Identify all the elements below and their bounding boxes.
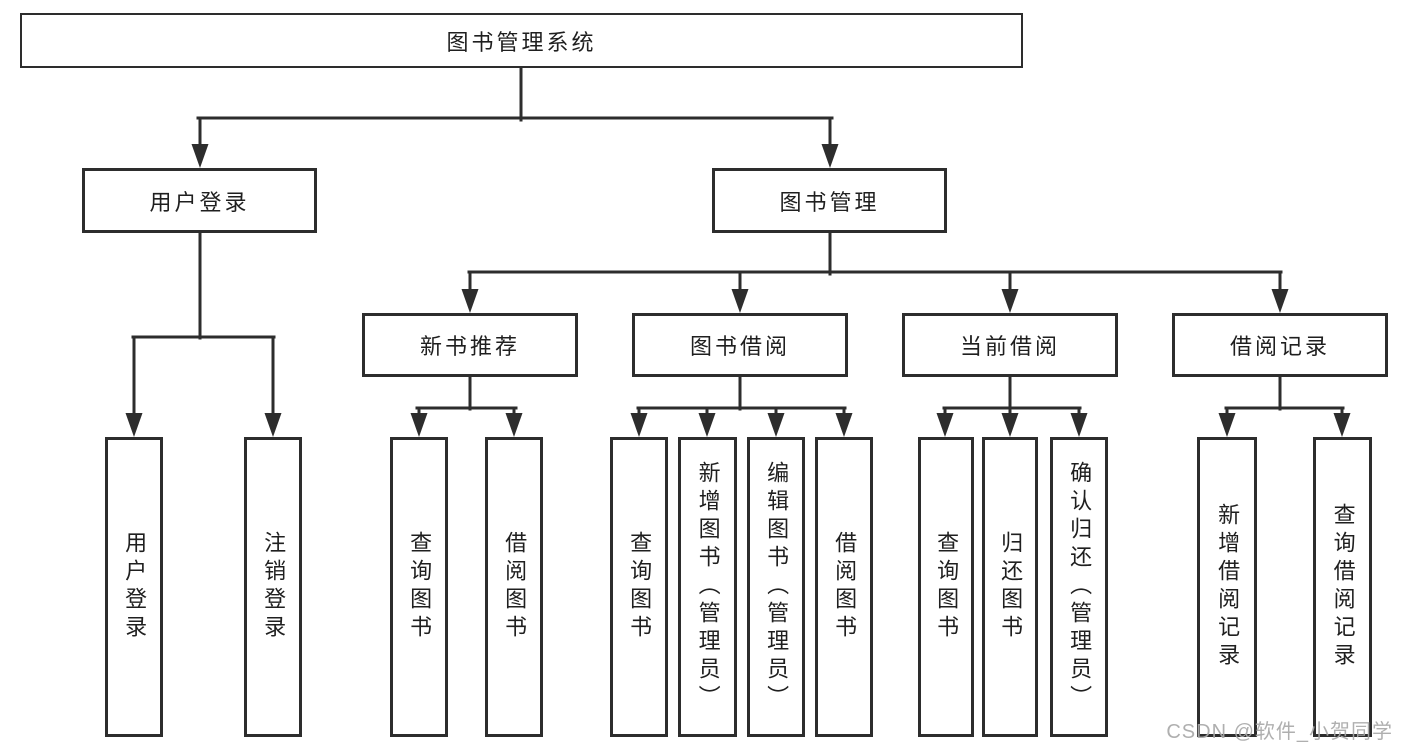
- node-label: 用户登录: [149, 189, 250, 215]
- node-label: 查询借阅记录: [1330, 503, 1356, 671]
- node-label: 图书管理: [779, 189, 880, 215]
- node-current-borrowing: 当前借阅: [902, 313, 1118, 377]
- node-label: 借阅图书: [832, 531, 858, 643]
- node-new-book-recommendation: 新书推荐: [362, 313, 578, 377]
- node-label: 图书借阅: [689, 334, 790, 359]
- leaf-edit-book-admin: 编辑图书（管理员）: [747, 437, 805, 737]
- node-label: 借阅记录: [1229, 334, 1330, 359]
- node-label: 新增图书（管理员）: [695, 461, 721, 713]
- leaf-return-book: 归还图书: [982, 437, 1038, 737]
- leaf-query-books-current: 查询图书: [918, 437, 974, 737]
- leaf-query-books-borrow: 查询图书: [610, 437, 668, 737]
- node-label: 用户登录: [122, 531, 148, 643]
- node-label: 编辑图书（管理员）: [764, 461, 790, 713]
- node-label: 图书管理系统: [446, 29, 597, 55]
- leaf-query-books-recommend: 查询图书: [390, 437, 448, 737]
- leaf-logout: 注销登录: [244, 437, 302, 737]
- node-label: 查询图书: [407, 531, 433, 643]
- leaf-borrow-books: 借阅图书: [815, 437, 873, 737]
- leaf-confirm-return-admin: 确认归还（管理员）: [1050, 437, 1108, 737]
- node-label: 当前借阅: [959, 334, 1060, 359]
- leaf-borrow-books-recommend: 借阅图书: [485, 437, 543, 737]
- node-book-management-branch: 图书管理: [712, 168, 947, 233]
- node-label: 确认归还（管理员）: [1067, 461, 1093, 713]
- node-book-borrowing: 图书借阅: [632, 313, 848, 377]
- node-label: 新书推荐: [419, 334, 520, 359]
- leaf-add-book-admin: 新增图书（管理员）: [678, 437, 737, 737]
- node-label: 注销登录: [261, 531, 287, 643]
- csdn-watermark: CSDN @软件_小贺同学: [1166, 721, 1393, 743]
- node-label: 归还图书: [998, 531, 1024, 643]
- leaf-user-login: 用户登录: [105, 437, 163, 737]
- leaf-add-borrow-record: 新增借阅记录: [1197, 437, 1257, 737]
- node-label: 查询图书: [627, 531, 653, 643]
- node-borrowing-records: 借阅记录: [1172, 313, 1388, 377]
- leaf-query-borrow-record: 查询借阅记录: [1313, 437, 1372, 737]
- node-library-management-system: 图书管理系统: [20, 13, 1023, 68]
- node-user-login-branch: 用户登录: [82, 168, 317, 233]
- node-label: 查询图书: [934, 531, 960, 643]
- node-label: 新增借阅记录: [1215, 503, 1241, 671]
- node-label: 借阅图书: [502, 531, 528, 643]
